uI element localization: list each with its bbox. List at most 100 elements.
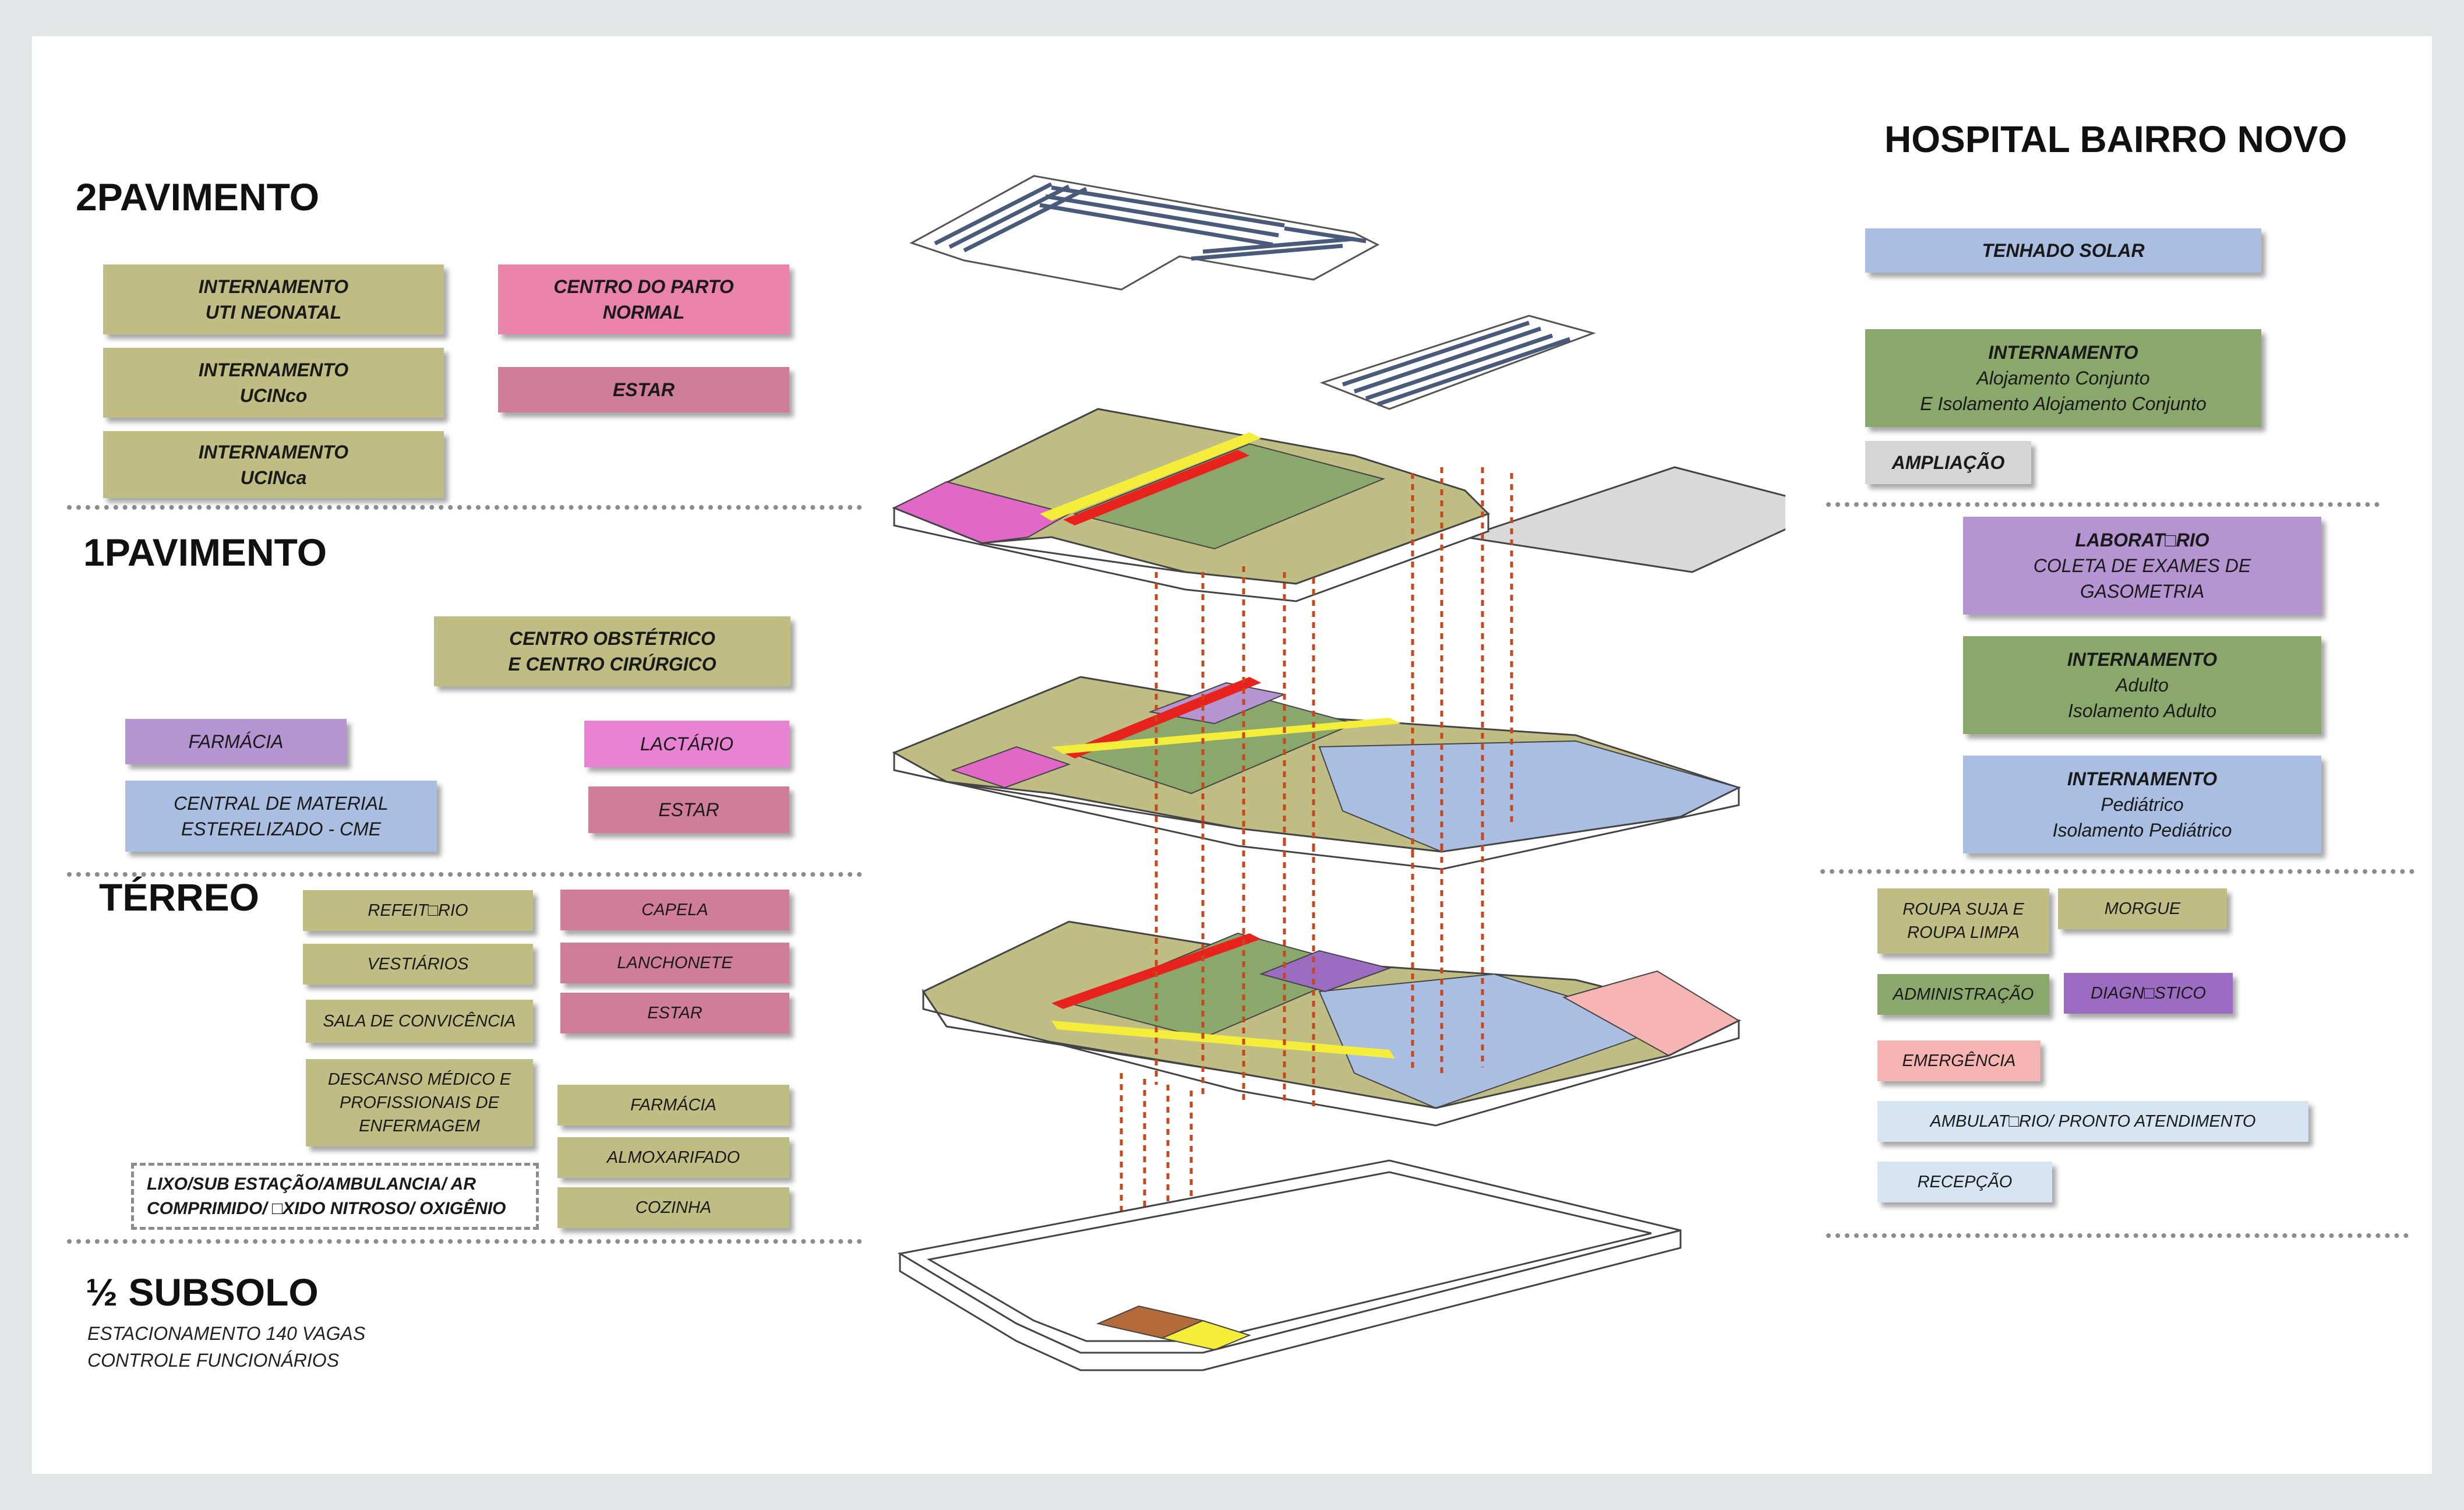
legend-parto-line1: CENTRO DO PARTO — [553, 276, 734, 297]
legend-obstetrico-line2: E CENTRO CIRÚRGICO — [508, 654, 716, 675]
legend-refeitorio: REFEIT□RIO — [303, 890, 533, 931]
legend-ucinca: INTERNAMENTO UCINca — [103, 431, 444, 498]
roof-slab-second — [1319, 315, 1596, 410]
divider-right-floor2 — [1826, 502, 2380, 507]
ground-yellow-corridor — [1051, 1021, 1395, 1059]
legend-convivencia: SALA DE CONVICÊNCIA — [306, 1000, 533, 1043]
roof-slab-main — [909, 175, 1380, 291]
solar-panel-rows-main — [934, 182, 1367, 261]
legend-descanso-line3: ENFERMAGEM — [359, 1117, 480, 1135]
legend-lactario: LACTÁRIO — [584, 721, 789, 767]
floor2-expansion — [1464, 466, 1785, 573]
legend-recepcao: RECEPÇÃO — [1877, 1162, 2052, 1202]
legend-laboratorio-line3: GASOMETRIA — [2080, 581, 2205, 602]
floor1-level — [892, 676, 1741, 870]
legend-refeitorio-label: REFEIT□RIO — [368, 901, 468, 920]
legend-adulto-line2: Adulto — [2116, 675, 2169, 696]
level-heading-floor2: 2PAVIMENTO — [76, 175, 320, 218]
legend-estar-floor1-label: ESTAR — [658, 799, 719, 820]
legend-adulto-line3: Isolamento Adulto — [2068, 700, 2216, 721]
legend-ampliacao-label: AMPLIAÇÃO — [1891, 452, 2005, 473]
legend-laboratorio: LABORAT□RIO COLETA DE EXAMES DE GASOMETR… — [1963, 517, 2321, 615]
legend-recepcao-label: RECEPÇÃO — [1917, 1173, 2013, 1191]
legend-estar-ground: ESTAR — [560, 993, 789, 1033]
floor1-red-corridor — [1063, 677, 1261, 758]
legend-laboratorio-line1: LABORAT□RIO — [2075, 530, 2209, 551]
legend-vestiarios: VESTIÁRIOS — [303, 944, 533, 985]
divider-left-floor2 — [67, 505, 862, 510]
legend-almoxarifado: ALMOXARIFADO — [557, 1137, 789, 1178]
legend-lactario-label: LACTÁRIO — [640, 733, 734, 754]
legend-cme-line1: CENTRAL DE MATERIAL — [174, 793, 389, 814]
legend-diagnostico-label: DIAGN□STICO — [2091, 984, 2206, 1003]
legend-morgue-label: MORGUE — [2104, 899, 2181, 918]
legend-farmacia-floor1: FARMÁCIA — [125, 719, 347, 764]
legend-estar-floor2: ESTAR — [498, 367, 789, 412]
legend-vestiarios-label: VESTIÁRIOS — [367, 955, 469, 973]
basement-level — [897, 1159, 1682, 1371]
legend-lixo-line1: LIXO/SUB ESTAÇÃO/AMBULANCIA/ AR — [147, 1174, 476, 1194]
legend-ucinco: INTERNAMENTO UCINco — [103, 348, 444, 418]
legend-farmacia-ground: FARMÁCIA — [557, 1085, 789, 1126]
floor2-red-corridor — [1063, 450, 1249, 525]
legend-lanchonete-label: LANCHONETE — [617, 954, 733, 972]
divider-left-ground — [67, 1239, 862, 1244]
roof-solar-panels — [909, 175, 1596, 410]
legend-uti-neonatal: INTERNAMENTO UTI NEONATAL — [103, 264, 444, 334]
exploded-axonometric-diagram — [892, 175, 1785, 1371]
ground-purple-block — [1259, 950, 1392, 993]
legend-ucinco-line1: INTERNAMENTO — [198, 359, 349, 380]
legend-alojamento-line3: E Isolamento Alojamento Conjunto — [1920, 393, 2207, 414]
legend-uti-line1: INTERNAMENTO — [198, 276, 349, 297]
legend-estar-ground-label: ESTAR — [647, 1004, 703, 1022]
legend-roupa-line1: ROUPA SUJA E — [1902, 900, 2024, 919]
legend-morgue: MORGUE — [2058, 888, 2227, 929]
basement-yellow-core — [1160, 1320, 1251, 1351]
floor2-green-core — [1072, 443, 1386, 550]
ground-level — [922, 920, 1742, 1127]
legend-administracao: ADMINISTRAÇÃO — [1877, 974, 2049, 1015]
legend-ucinca-line2: UCINca — [240, 467, 307, 488]
legend-parto-line2: NORMAL — [602, 302, 685, 323]
legend-farmacia-ground-label: FARMÁCIA — [630, 1096, 716, 1114]
legend-farmacia-floor1-label: FARMÁCIA — [188, 731, 284, 752]
basement-base — [899, 1229, 1682, 1371]
legend-internamento-adulto: INTERNAMENTO Adulto Isolamento Adulto — [1963, 636, 2321, 734]
legend-convivencia-label: SALA DE CONVICÊNCIA — [323, 1012, 516, 1031]
legend-pediatrico-line2: Pediátrico — [2101, 794, 2184, 815]
legend-estar-floor2-label: ESTAR — [612, 379, 675, 400]
legend-ambulatorio: AMBULAT□RIO/ PRONTO ATENDIMENTO — [1877, 1101, 2308, 1142]
legend-descanso: DESCANSO MÉDICO E PROFISSIONAIS DE ENFER… — [306, 1059, 533, 1146]
floor2-base — [893, 506, 1489, 602]
ground-base — [922, 989, 1740, 1127]
legend-roupa: ROUPA SUJA E ROUPA LIMPA — [1877, 888, 2049, 954]
legend-cme-line2: ESTERELIZADO - CME — [181, 818, 382, 839]
legend-obstetrico-line1: CENTRO OBSTÉTRICO — [509, 628, 715, 649]
floor1-pink-block — [950, 746, 1071, 789]
legend-centro-parto: CENTRO DO PARTO NORMAL — [498, 264, 789, 334]
legend-ucinco-line2: UCINco — [239, 385, 308, 406]
legend-centro-obstetrico: CENTRO OBSTÉTRICO E CENTRO CIRÚRGICO — [434, 616, 790, 686]
level-heading-basement: ½ SUBSOLO — [86, 1271, 319, 1314]
legend-emergencia-label: EMERGÊNCIA — [1902, 1052, 2016, 1070]
sheet: 2PAVIMENTO 1PAVIMENTO TÉRREO ½ SUBSOLO E… — [32, 36, 2432, 1474]
legend-lixo-subestacao: LIXO/SUB ESTAÇÃO/AMBULANCIA/ AR COMPRIMI… — [131, 1163, 539, 1230]
legend-estar-floor1: ESTAR — [588, 786, 789, 833]
floor1-base — [893, 751, 1740, 870]
legend-uti-line2: UTI NEONATAL — [205, 302, 342, 323]
legend-diagnostico: DIAGN□STICO — [2064, 973, 2233, 1014]
level-heading-floor1: 1PAVIMENTO — [83, 531, 327, 574]
floor2-yellow-corridor — [1040, 432, 1261, 521]
legend-lixo-line2: COMPRIMIDO/ □XIDO NITROSO/ OXIGÊNIO — [147, 1198, 506, 1218]
legend-alojamento-conjunto: INTERNAMENTO Alojamento Conjunto E Isola… — [1865, 329, 2261, 427]
legend-adulto-line1: INTERNAMENTO — [2067, 649, 2218, 670]
legend-alojamento-line2: Alojamento Conjunto — [1976, 368, 2150, 389]
basement-note-control: CONTROLE FUNCIONÁRIOS — [87, 1350, 340, 1371]
legend-cozinha: COZINHA — [557, 1187, 789, 1228]
legend-telhado-label: TENHADO SOLAR — [1982, 240, 2145, 261]
hospital-title: HOSPITAL BAIRRO NOVO — [1884, 118, 2347, 160]
legend-roupa-line2: ROUPA LIMPA — [1907, 923, 2020, 942]
legend-ambulatorio-label: AMBULAT□RIO/ PRONTO ATENDIMENTO — [1930, 1112, 2256, 1131]
legend-descanso-line2: PROFISSIONAIS DE — [340, 1093, 499, 1112]
legend-alojamento-line1: INTERNAMENTO — [1988, 342, 2138, 363]
